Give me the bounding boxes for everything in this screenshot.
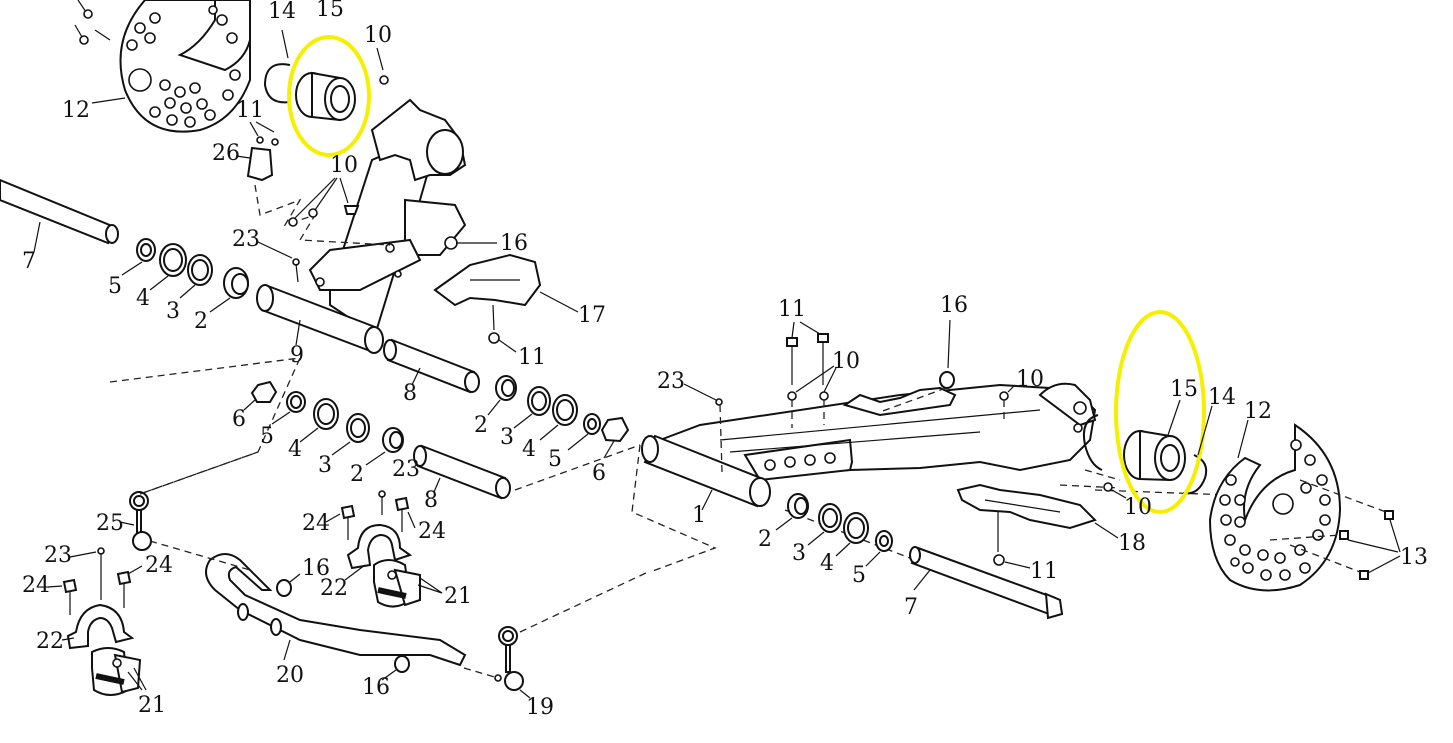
stabilizer-bar-20 — [205, 553, 467, 667]
callout-11-left-mid: 11 — [518, 345, 546, 370]
washers-right-lower — [787, 493, 893, 552]
callout-13: 13 — [1400, 545, 1428, 570]
callout-5-mid: 5 — [548, 447, 562, 472]
chain-guide-18 — [956, 483, 1097, 530]
bolts-24-center — [340, 496, 410, 540]
callout-4-mid: 4 — [522, 437, 536, 462]
callout-23-lower-left: 23 — [44, 543, 72, 568]
axle-left-7 — [0, 178, 119, 245]
end-link-19 — [494, 626, 524, 691]
callout-8-upper: 8 — [403, 381, 417, 406]
callout-3-right: 3 — [792, 541, 806, 566]
callout-25: 25 — [96, 511, 124, 536]
callout-23-mid: 23 — [392, 457, 420, 482]
callout-4-right: 4 — [820, 551, 834, 576]
swing-arm-left — [308, 98, 467, 337]
callout-16-right: 16 — [940, 293, 968, 318]
callout-24-center-right: 24 — [418, 519, 446, 544]
callout-21-center: 21 — [444, 584, 472, 609]
callout-22-center: 22 — [320, 576, 348, 601]
callout-23-upper: 23 — [232, 227, 260, 252]
callout-10-right: 10 — [1016, 367, 1044, 392]
clamp-26 — [246, 136, 279, 182]
bushing-21-center — [373, 559, 421, 608]
spacer-tube-8-lower — [413, 444, 511, 500]
bearing-left — [295, 71, 356, 122]
clamp-22-center — [346, 523, 413, 570]
callout-15-right: 15 — [1170, 377, 1198, 402]
callout-24-left-upper: 24 — [145, 553, 173, 578]
callout-11-right-low: 11 — [1030, 559, 1058, 584]
callout-8-lower: 8 — [424, 488, 438, 513]
callout-11-topleft: 11 — [236, 98, 264, 123]
callout-6-right: 6 — [592, 461, 606, 486]
bushing-21-left — [91, 647, 142, 696]
callout-2-lower: 2 — [350, 462, 364, 487]
swing-arm-right — [657, 382, 1097, 482]
callout-10-mid-left: 10 — [330, 153, 358, 178]
callout-2-upper: 2 — [194, 309, 208, 334]
callout-3-upper: 3 — [166, 299, 180, 324]
callout-1: 1 — [692, 503, 706, 528]
callout-10-right-mid: 10 — [832, 349, 860, 374]
axle-right-7 — [909, 546, 1064, 620]
brake-disc-right — [1208, 423, 1342, 592]
callout-16-lower: 16 — [362, 675, 390, 700]
callout-18: 18 — [1118, 531, 1146, 556]
callout-5-upper: 5 — [108, 274, 122, 299]
washers-upper-right — [495, 375, 630, 443]
disc-bolts-13 — [1269, 479, 1394, 580]
callout-16-left: 16 — [500, 231, 528, 256]
callout-16-center: 16 — [302, 556, 330, 581]
clamp-22-left — [66, 603, 135, 650]
callout-23-right: 23 — [657, 369, 685, 394]
spacer-tube-8-upper — [383, 338, 480, 394]
callout-5-lower: 5 — [260, 424, 274, 449]
callout-9: 9 — [290, 343, 304, 368]
brake-disc-left — [119, 0, 251, 133]
pivot-tube-right — [641, 434, 771, 508]
callout-12-left: 12 — [62, 98, 90, 123]
washers-upper-left — [136, 238, 249, 299]
callout-19: 19 — [526, 695, 554, 720]
callout-14-left: 14 — [268, 0, 296, 24]
callout-2-mid: 2 — [474, 413, 488, 438]
callout-24-left: 24 — [22, 573, 50, 598]
callout-24-center-left: 24 — [302, 511, 330, 536]
callout-12-right: 12 — [1244, 399, 1272, 424]
callout-7-right: 7 — [904, 595, 918, 620]
pivot-tube-9 — [256, 284, 384, 354]
callout-10-top: 10 — [364, 23, 392, 48]
disc-bolts-left — [74, 0, 111, 45]
callout-20: 20 — [276, 663, 304, 688]
callout-26: 26 — [212, 141, 240, 166]
callout-17: 17 — [578, 303, 606, 328]
washers-lower-left — [250, 380, 404, 453]
highlight-bearing-right — [1114, 310, 1206, 514]
callout-3-mid: 3 — [500, 425, 514, 450]
circlip-left — [263, 29, 291, 104]
callout-4-upper: 4 — [136, 286, 150, 311]
callout-5-right: 5 — [852, 563, 866, 588]
callout-4-lower: 4 — [288, 437, 302, 462]
callout-3-lower: 3 — [318, 453, 332, 478]
callout-22-left: 22 — [36, 629, 64, 654]
chain-guide-17 — [433, 253, 542, 307]
callout-14-right: 14 — [1208, 385, 1236, 410]
callout-10-right-low: 10 — [1124, 495, 1152, 520]
highlight-bearing-left — [287, 35, 371, 157]
bearing-right — [1123, 429, 1186, 482]
callout-2-right: 2 — [758, 527, 772, 552]
callout-7-left: 7 — [22, 249, 36, 274]
callout-21-left: 21 — [138, 693, 166, 718]
callout-11-right-top: 11 — [778, 297, 806, 322]
callout-15-left: 15 — [316, 0, 344, 22]
end-link-25 — [129, 491, 152, 551]
callout-6-left: 6 — [232, 407, 246, 432]
circlip-right — [1082, 414, 1208, 495]
